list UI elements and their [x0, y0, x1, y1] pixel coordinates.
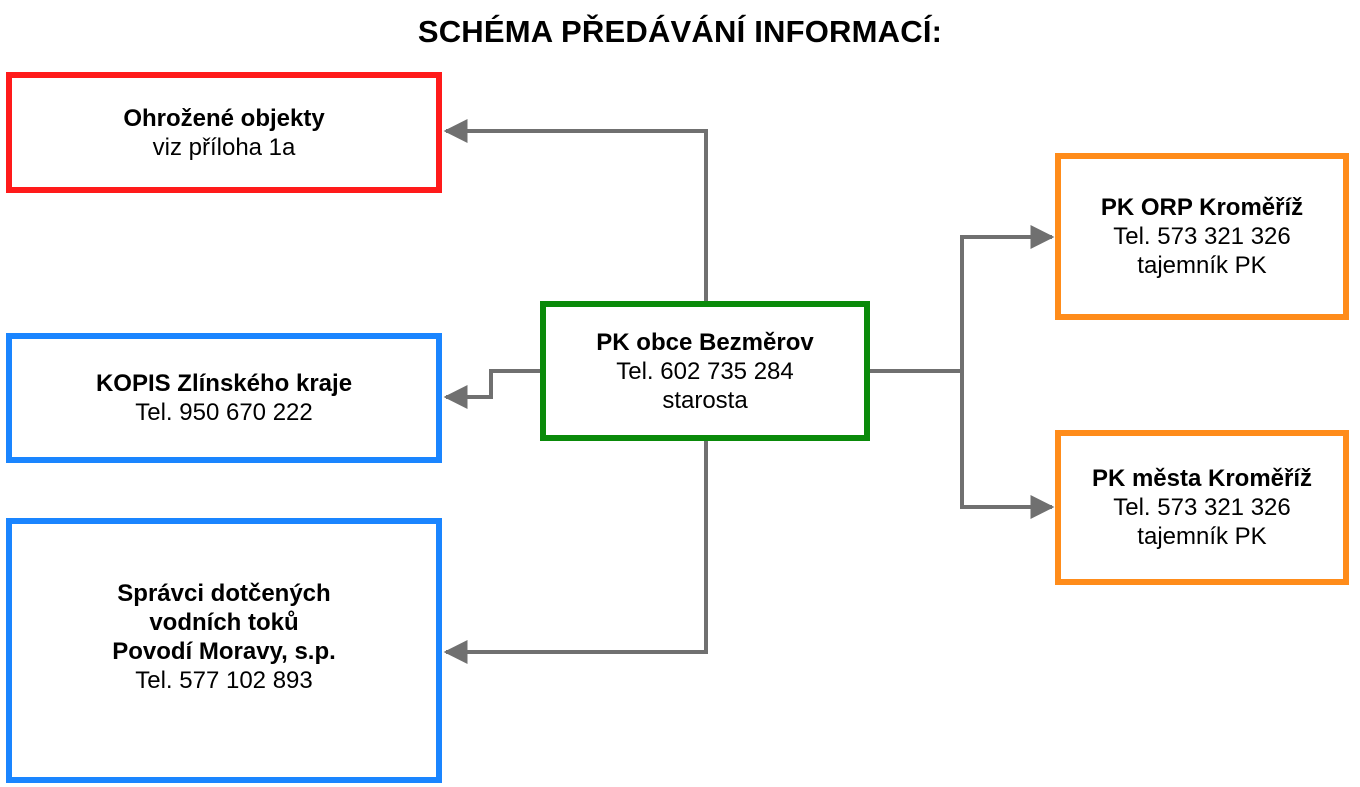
edge-pk-obce-to-kopis	[443, 369, 540, 409]
node-kopis-zlinskeho-kraje: KOPIS Zlínského kraje Tel. 950 670 222	[6, 333, 442, 463]
node-heading: PK obce Bezměrov	[596, 328, 814, 356]
diagram-title: SCHÉMA PŘEDÁVÁNÍ INFORMACÍ:	[417, 14, 943, 49]
node-phone: Tel. 577 102 893	[135, 666, 313, 694]
node-pk-obce-bezmerov: PK obce Bezměrov Tel. 602 735 284 staros…	[540, 301, 870, 441]
node-heading-line-2: vodních toků	[149, 608, 299, 636]
node-pk-mesta-kromeriz: PK města Kroměříž Tel. 573 321 326 tajem…	[1055, 430, 1349, 585]
node-pk-orp-kromeriz: PK ORP Kroměříž Tel. 573 321 326 tajemní…	[1055, 153, 1349, 320]
node-role: starosta	[662, 386, 748, 414]
edge-pk-obce-to-pk-mesta	[960, 371, 1055, 519]
node-role: tajemník PK	[1137, 252, 1267, 279]
node-phone: Tel. 573 321 326	[1113, 494, 1291, 521]
node-heading: PK města Kroměříž	[1091, 465, 1313, 492]
node-heading-line-3: Povodí Moravy, s.p.	[112, 637, 336, 665]
node-phone: Tel. 950 670 222	[135, 399, 313, 426]
node-heading-line-1: Správci dotčených	[117, 579, 331, 607]
node-phone: Tel. 602 735 284	[616, 357, 794, 385]
node-text: viz příloha 1a	[152, 134, 296, 161]
node-heading: PK ORP Kroměříž	[1100, 194, 1304, 221]
edge-pk-obce-to-ohrozene	[443, 119, 708, 301]
node-ohrozene-objekty: Ohrožené objekty viz příloha 1a	[6, 72, 442, 193]
node-heading: Ohrožené objekty	[123, 105, 325, 132]
edge-pk-obce-to-pk-orp	[960, 225, 1055, 371]
node-phone: Tel. 573 321 326	[1113, 223, 1291, 250]
node-role: tajemník PK	[1137, 523, 1267, 550]
node-spravci-vodnich-toku: Správci dotčených vodních toků Povodí Mo…	[6, 518, 442, 783]
node-heading: KOPIS Zlínského kraje	[95, 370, 353, 397]
edge-pk-obce-to-spravci	[443, 441, 708, 664]
